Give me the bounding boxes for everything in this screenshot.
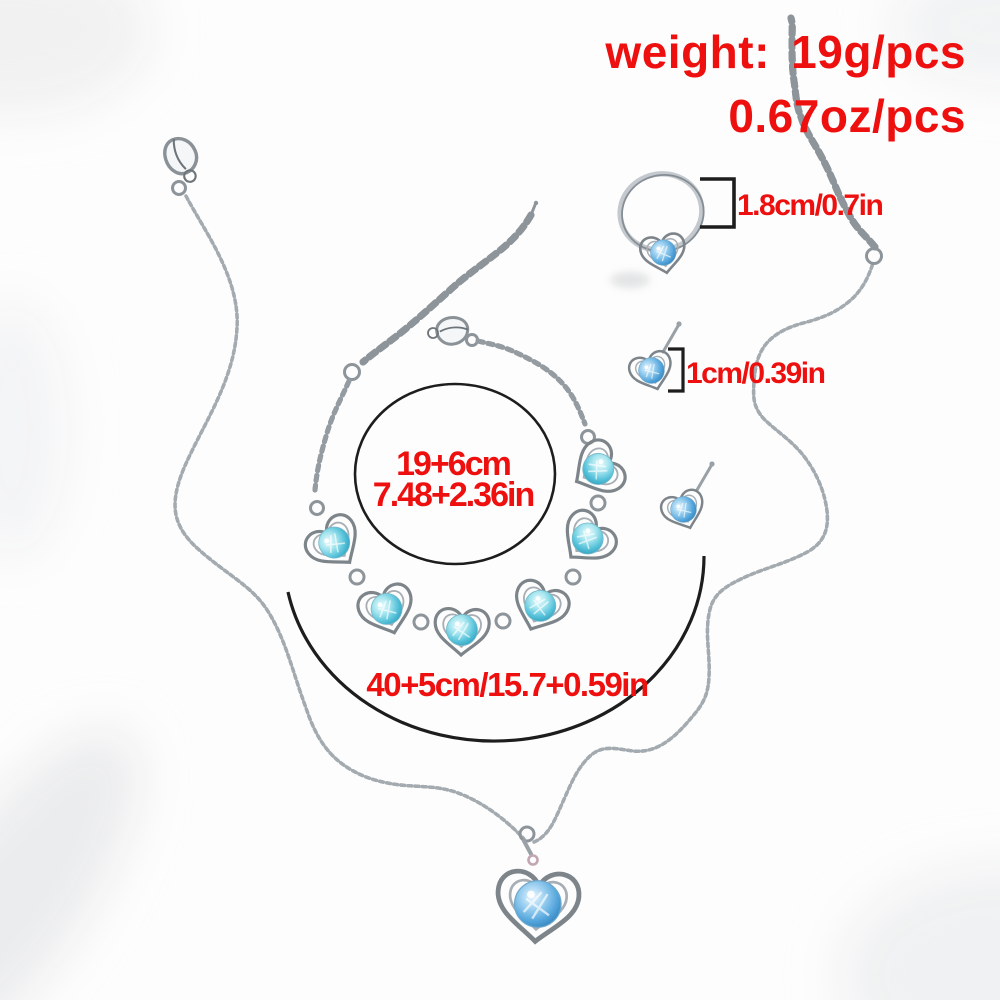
bracelet-link-ring [309, 500, 325, 516]
weight-line1: weight: 19g/pcs [605, 26, 966, 78]
bracelet-link-ring [494, 612, 512, 630]
earring-post [695, 464, 713, 492]
bracelet-heart-link [506, 576, 573, 639]
bracelet-link-ring [564, 568, 582, 586]
ring-size-label: 1.8cm/0.7in [737, 189, 884, 222]
bracelet-size-label: 19+6cm 7.48+2.36in [372, 445, 535, 515]
necklace-extender-ring [865, 247, 883, 265]
earring-top [626, 321, 682, 395]
bracelet [300, 200, 630, 656]
extender-tip [529, 203, 537, 217]
earring-bottom [658, 461, 715, 535]
bracelet-extender-ring [343, 363, 361, 381]
ring-measure-bracket [700, 177, 736, 229]
bracelet-heart-link [551, 505, 622, 575]
bracelet-heart-link [434, 608, 490, 656]
pendant-connector-link [527, 854, 539, 866]
earring-gem [638, 357, 665, 384]
earring-gem [670, 496, 697, 523]
bracelet-link-ring [348, 568, 366, 586]
bracelet-lobster-clasp [424, 312, 472, 351]
weight-annotation: weight: 19g/pcs 0.67oz/pcs [605, 20, 966, 149]
bracelet-chain-right [475, 338, 588, 427]
weight-line2: 0.67oz/pcs [728, 90, 966, 143]
necklace-clasp-ring [171, 180, 187, 196]
bracelet-measure-circle [353, 382, 557, 566]
bracelet-link-ring [589, 494, 607, 512]
ring [610, 171, 705, 288]
bracelet-chain-left [312, 378, 352, 493]
bracelet-link-ring [412, 613, 430, 631]
necklace-lobster-clasp [156, 130, 210, 190]
bracelet-heart-link [300, 509, 371, 578]
necklace [156, 14, 883, 944]
earring-size-label: 1cm/0.39in [686, 357, 826, 390]
pendant-bail-loop [518, 825, 536, 843]
bracelet-heart-link [563, 435, 630, 505]
ring-gem [650, 239, 677, 266]
heart-pendant [495, 825, 581, 944]
bracelet-heart-link [354, 581, 420, 641]
necklace-measure-arc [286, 555, 706, 743]
pendant-gem [513, 880, 562, 928]
earring-post [661, 324, 680, 354]
earring-measure-bracket [668, 347, 685, 393]
bracelet-size-line2: 7.48+2.36in [372, 476, 535, 515]
necklace-size-label: 40+5cm/15.7+0.59in [366, 666, 649, 703]
bracelet-size-line1: 19+6cm [396, 445, 512, 483]
